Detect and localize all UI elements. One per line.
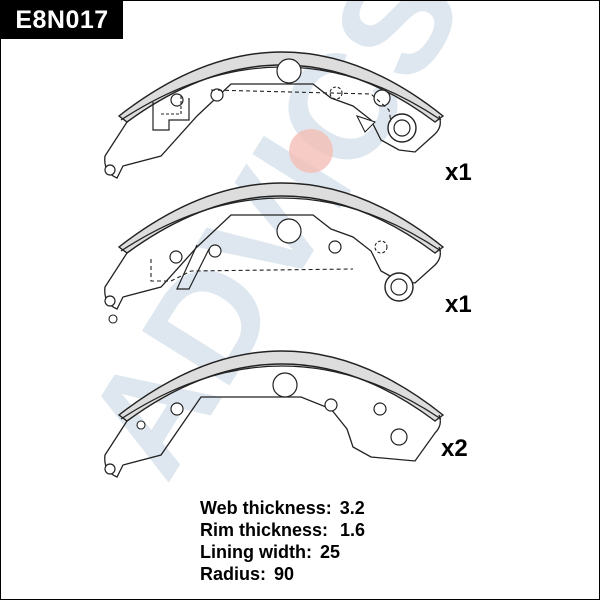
watermark-dot: [289, 129, 333, 173]
spec-label: Rim thickness:: [200, 520, 329, 540]
shoe-1: [104, 51, 444, 179]
spec-lining-width: Lining width: 25: [200, 541, 365, 563]
watermark: ADVICS: [51, 1, 494, 503]
watermark-text: ADVICS: [51, 1, 494, 503]
spec-web-thickness: Web thickness: 3.2: [200, 497, 365, 519]
spec-radius: Radius: 90: [200, 563, 365, 585]
shoe-3-quantity: x2: [441, 435, 468, 462]
spec-label: Lining width:: [200, 542, 312, 562]
spec-rim-thickness: Rim thickness: 1.6: [200, 519, 365, 541]
spec-value: 90: [274, 564, 295, 584]
spec-label: Web thickness:: [200, 498, 332, 518]
spec-value: 25: [319, 542, 340, 562]
shoe-3: [104, 350, 445, 478]
shoe-2-quantity: x1: [445, 291, 472, 318]
spec-value: 1.6: [340, 520, 366, 540]
part-code-badge: E8N017: [1, 1, 123, 39]
shoe-1-quantity: x1: [445, 159, 472, 186]
spec-value: 3.2: [339, 498, 365, 518]
spec-label: Radius:: [200, 564, 267, 584]
shoe-2: [104, 182, 444, 324]
spec-list: Web thickness: 3.2 Rim thickness: 1.6 Lini…: [200, 497, 365, 585]
